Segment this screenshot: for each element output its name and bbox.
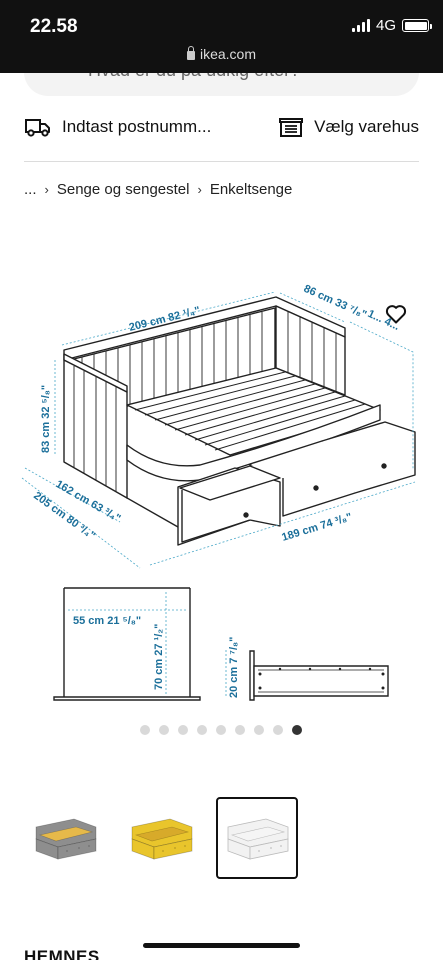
bed-thumbnail-image [227,818,289,860]
thumbnail-white[interactable] [216,797,298,879]
store-icon [279,118,304,137]
status-bar: 22.58 4G ikea.com [0,0,443,73]
postcode-button[interactable]: Indtast postnumm... [24,116,211,138]
color-thumbnails [24,797,298,879]
gallery-dot[interactable] [254,725,264,735]
thumbnail-yellow[interactable] [120,797,202,879]
gallery-dot[interactable] [140,725,150,735]
breadcrumb-item[interactable]: Enkeltsenge [209,181,293,198]
dim-height: 83 cm 32 ⁵/₈" [40,385,52,453]
breadcrumb: ... › Senge og sengestel › Enkeltsenge [24,181,292,198]
status-network: 4G [351,17,432,34]
gallery-dot[interactable] [159,725,169,735]
gallery-dot[interactable] [216,725,226,735]
truck-icon [25,119,50,137]
address-bar[interactable]: ikea.com [0,46,443,62]
divider [24,161,419,162]
home-indicator[interactable] [143,943,300,948]
battery-icon [402,19,432,32]
store-label: Vælg varehus [314,117,419,136]
dim-inner-width: 55 cm 21 ⁵/₈" [73,615,141,627]
gallery-pagination [140,725,302,735]
breadcrumb-ellipsis[interactable]: ... [24,181,37,198]
network-type: 4G [375,17,396,34]
product-dimension-drawing: 209 cm 82 ¹/₄" 86 cm 33 ⁷/₈" 1... 4... 8… [21,283,416,701]
status-time: 22.58 [30,16,78,37]
bed-thumbnail-image [131,818,193,860]
product-name: HEMNES [24,947,100,960]
dim-inner-height: 70 cm 27 ¹/₂" [153,624,165,690]
chevron-right-icon: › [197,182,202,197]
breadcrumb-item[interactable]: Senge og sengestel [56,181,190,198]
heart-icon[interactable] [384,302,408,326]
postcode-label: Indtast postnumm... [62,117,212,136]
gallery-dot[interactable] [273,725,283,735]
delivery-store-row: Indtast postnumm... Vælg varehus [24,116,419,144]
thumbnail-grey[interactable] [24,797,106,879]
chevron-right-icon: › [44,182,49,197]
gallery-dot[interactable] [197,725,207,735]
signal-icon [351,19,370,32]
dim-length: 189 cm 74 ³/₈" [280,511,353,544]
dim-drawer-height: 20 cm 7 ⁷/₈" [228,637,240,698]
gallery-dot[interactable] [235,725,245,735]
store-button[interactable]: Vælg varehus [278,116,419,138]
gallery-dot[interactable] [178,725,188,735]
lock-icon [186,46,195,60]
gallery-dot[interactable] [292,725,302,735]
url-text: ikea.com [199,46,257,62]
bed-thumbnail-image [35,818,97,860]
